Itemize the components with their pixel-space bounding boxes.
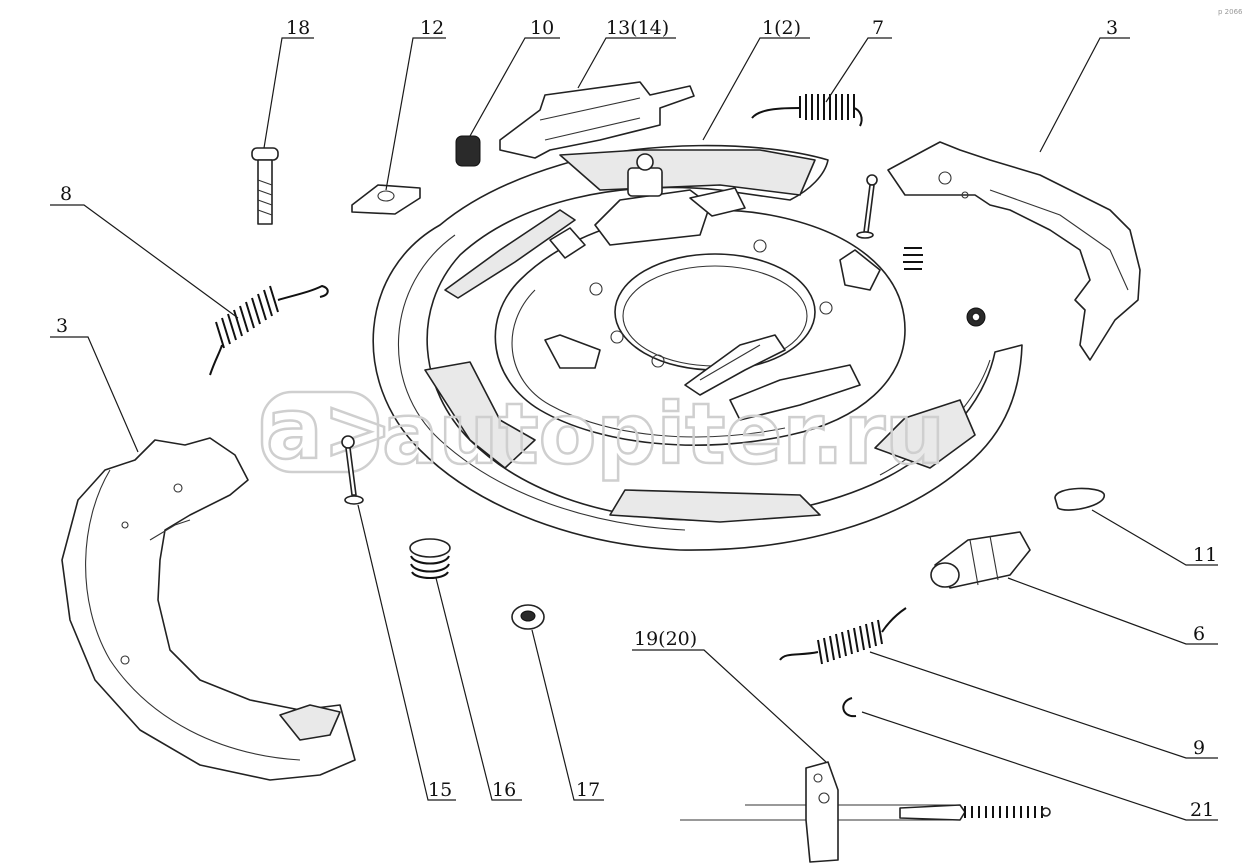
spring-9-part [779, 607, 907, 665]
callout-19: 19(20) [634, 628, 697, 650]
leader-15 [357, 504, 456, 801]
spring-8-part [209, 284, 329, 376]
svg-text:a>: a> [266, 380, 393, 478]
callout-8: 8 [60, 183, 72, 205]
washer-17-part [511, 604, 545, 630]
leader-16 [435, 577, 522, 801]
callout-18: 18 [286, 17, 310, 39]
plug-10-part [455, 135, 481, 167]
callout-11: 11 [1193, 544, 1217, 566]
leader-7 [825, 37, 892, 103]
callout-17: 17 [576, 779, 600, 801]
spring-cup-right-part [903, 247, 923, 270]
lever-13-part [499, 81, 695, 159]
plate-12-part [351, 184, 421, 215]
callout-13: 13(14) [606, 17, 669, 39]
callout-10: 10 [530, 17, 554, 39]
callout-3-top: 3 [1106, 17, 1118, 39]
leader-3-left [50, 336, 139, 453]
leader-19 [632, 649, 827, 763]
leader-8 [50, 204, 239, 319]
adjuster-6-part [930, 531, 1031, 589]
leader-10 [469, 37, 560, 137]
brake-shoe-3-top-part [887, 141, 1141, 361]
spring-16-part [409, 538, 451, 579]
pad-11-part [1054, 487, 1105, 511]
leader-12 [385, 37, 446, 191]
callout-21: 21 [1190, 799, 1214, 821]
leader-11 [1091, 509, 1218, 566]
leader-1 [702, 37, 810, 141]
leader-6 [1007, 577, 1218, 645]
callout-15: 15 [428, 779, 452, 801]
pin-15-part [341, 435, 364, 505]
leader-9 [869, 651, 1218, 759]
clip-21-part [842, 697, 857, 718]
callout-16: 16 [492, 779, 516, 801]
callout-9: 9 [1193, 737, 1205, 759]
callout-12: 12 [420, 17, 444, 39]
callout-3-left: 3 [56, 315, 68, 337]
callout-6: 6 [1193, 623, 1205, 645]
backing-plate-part [372, 144, 1023, 551]
watermark-text: autopiter.ru [382, 385, 945, 483]
spring-7-part [751, 94, 863, 127]
watermark-logo: a> [260, 379, 394, 479]
brake-shoe-3-left-part [61, 437, 356, 781]
callout-7: 7 [872, 17, 884, 39]
corner-stamp: p 2066 [1218, 8, 1243, 16]
leader-21 [861, 711, 1218, 821]
pin-right-part [856, 174, 878, 239]
leader-3-top [1039, 37, 1130, 153]
leader-17 [531, 629, 604, 801]
cable-19-part [680, 761, 1051, 863]
bolt-18-part [251, 147, 279, 225]
leader-13 [577, 37, 676, 89]
callout-1: 1(2) [762, 17, 801, 39]
leader-18 [263, 37, 314, 149]
